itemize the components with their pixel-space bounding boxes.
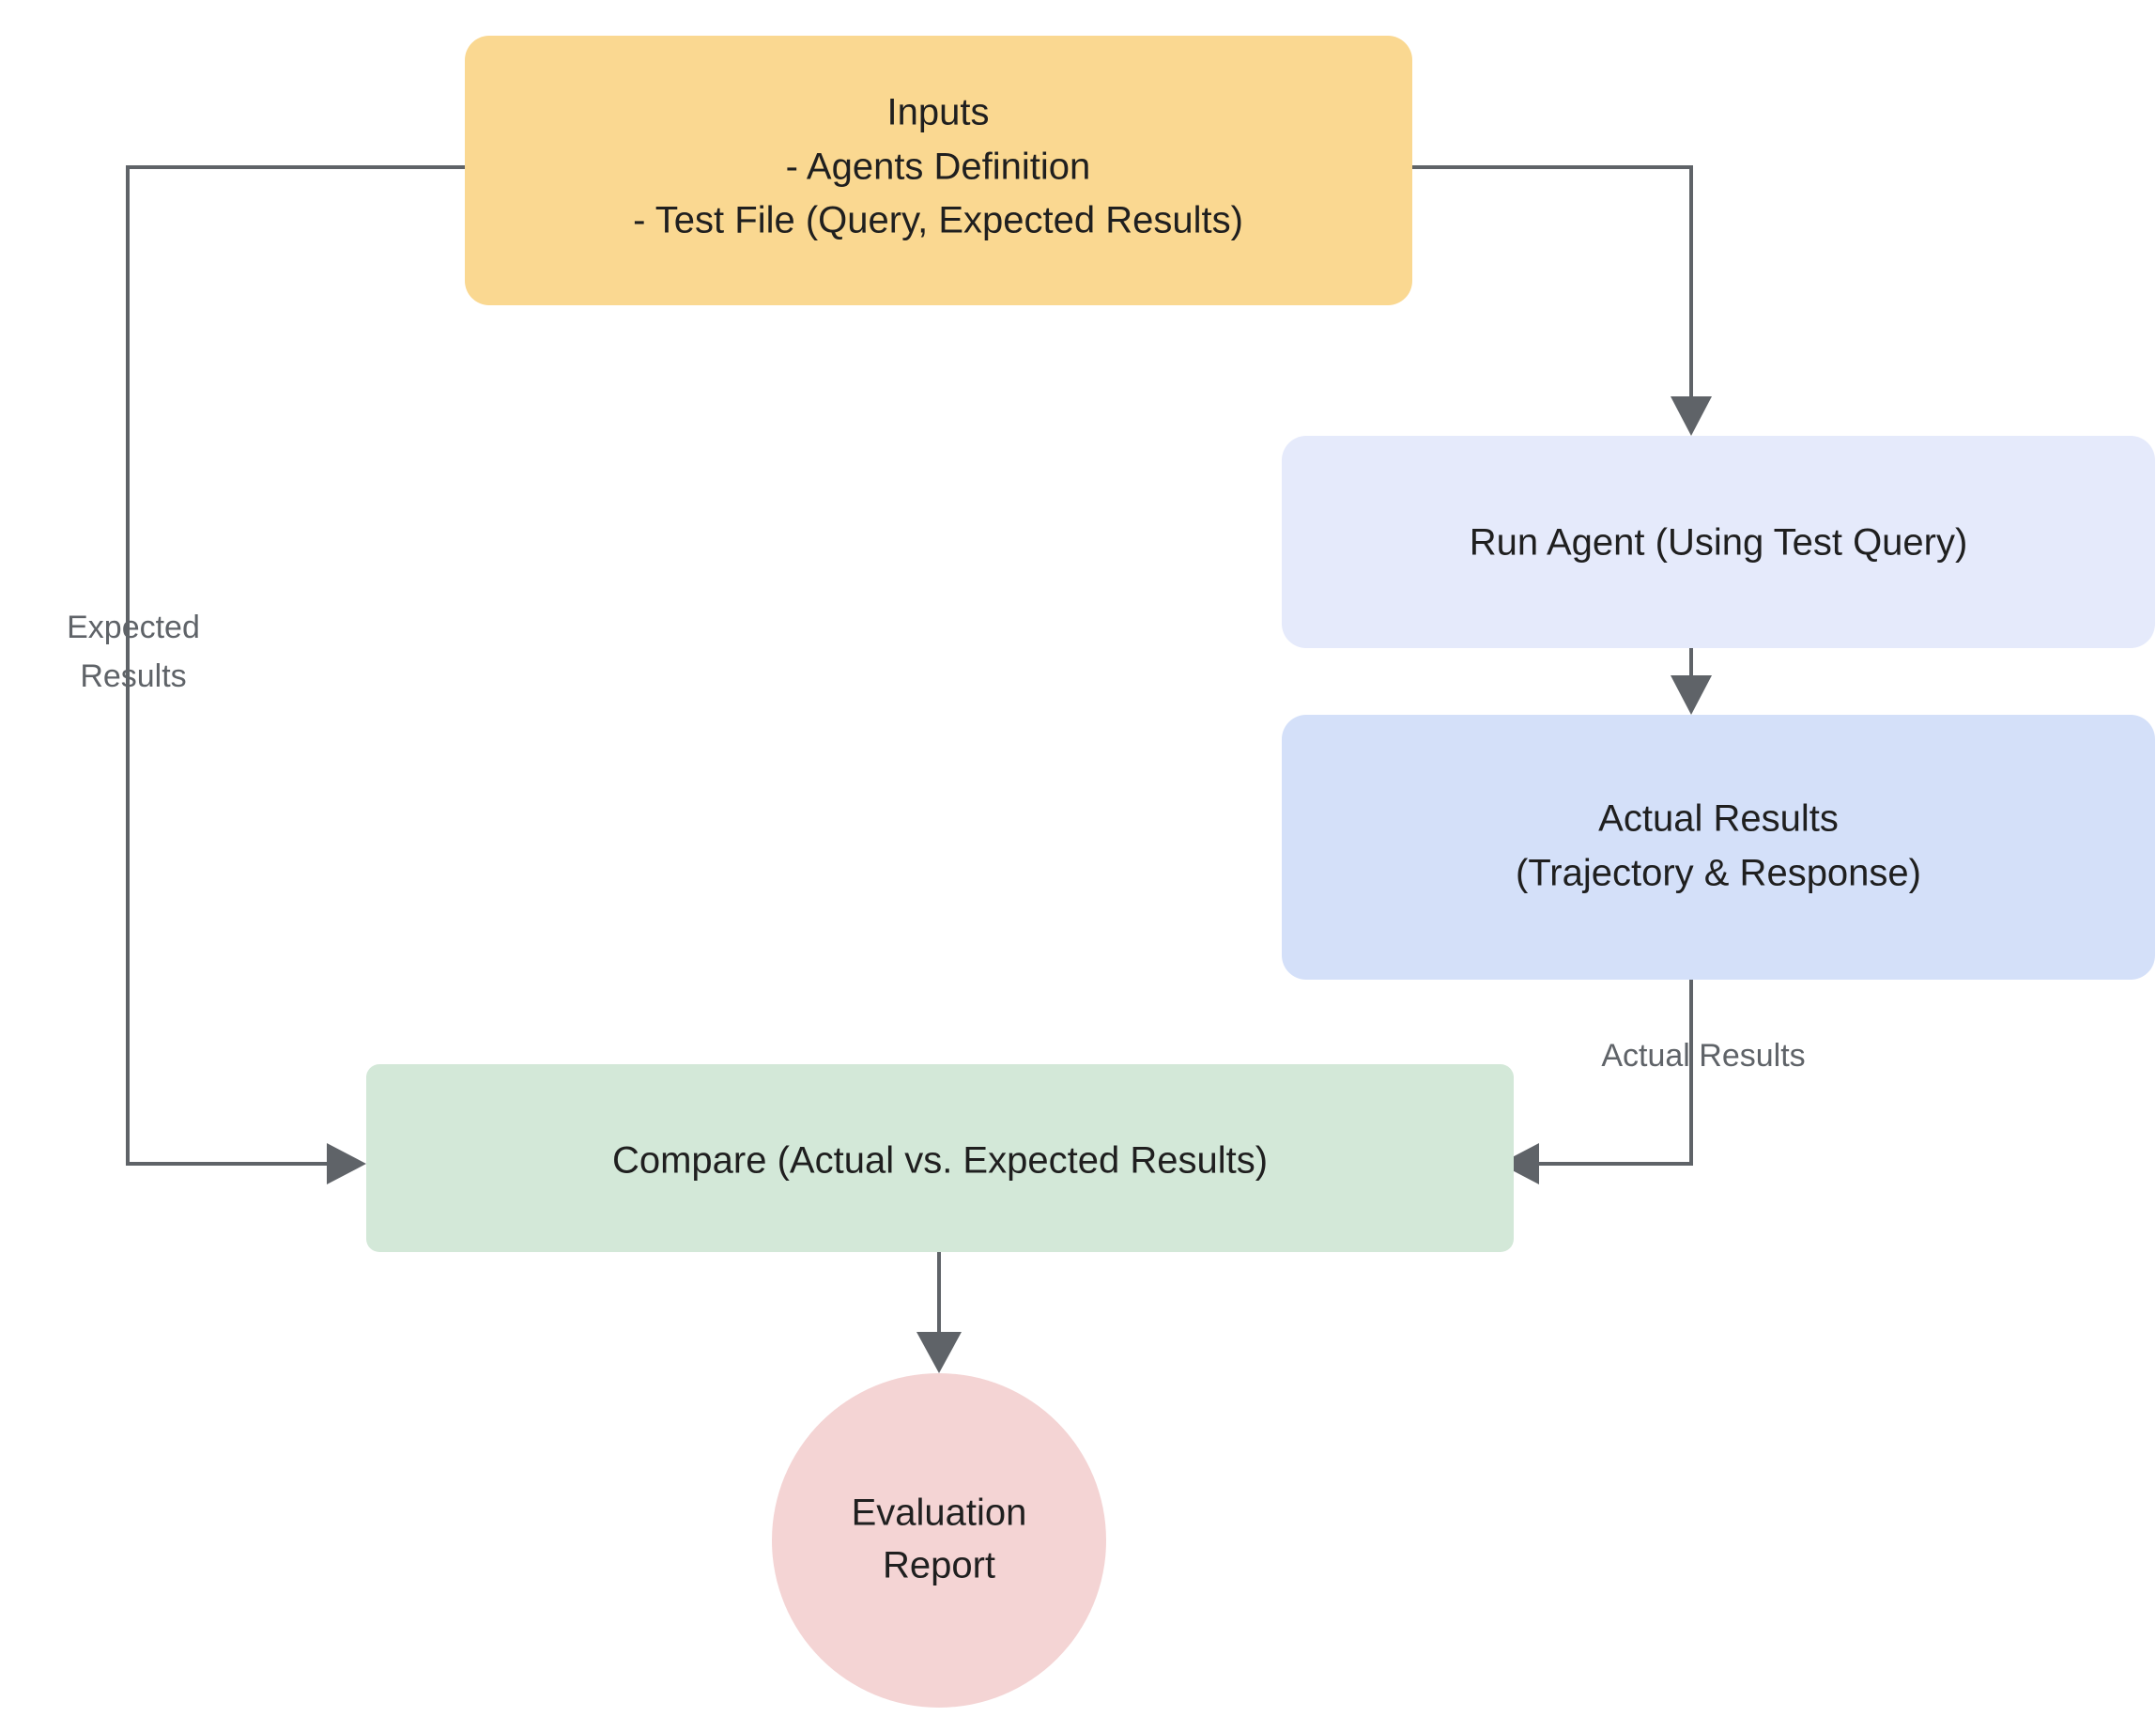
edge-label-expected-results-line2: Results — [80, 658, 186, 694]
node-run-agent[interactable]: Run Agent (Using Test Query) — [1282, 436, 2155, 648]
edge-inputs-to-compare: Expected Results — [67, 165, 465, 1184]
node-run-agent-shape[interactable] — [1282, 436, 2155, 648]
edge-label-actual-results: Actual Results — [1601, 1038, 1805, 1074]
node-evaluation-report[interactable]: Evaluation Report — [772, 1373, 1106, 1708]
arrowhead-into-run-agent — [1671, 396, 1712, 436]
node-actual-results-label-line1: Actual Results — [1598, 798, 1839, 840]
node-inputs-label-line2: - Agents Definition — [786, 147, 1091, 188]
arrowhead-into-evaluation-report — [916, 1332, 962, 1373]
edge-inputs-to-compare-line — [126, 165, 465, 1166]
node-compare-label: Compare (Actual vs. Expected Results) — [612, 1140, 1268, 1182]
node-evaluation-report-shape[interactable] — [772, 1373, 1106, 1708]
node-inputs-label-line1: Inputs — [887, 92, 990, 133]
edge-inputs-to-run-agent-line — [1412, 165, 1693, 404]
edge-inputs-to-run-agent — [1412, 165, 1712, 436]
node-inputs[interactable]: Inputs - Agents Definition - Test File (… — [465, 36, 1412, 305]
node-evaluation-report-label-line2: Report — [883, 1545, 995, 1586]
arrowhead-into-compare-right — [1500, 1143, 1539, 1184]
node-run-agent-label: Run Agent (Using Test Query) — [1470, 522, 1968, 564]
node-actual-results-label-line2: (Trajectory & Response) — [1516, 853, 1921, 894]
node-actual-results-shape[interactable] — [1282, 715, 2155, 980]
node-compare-shape[interactable] — [366, 1064, 1514, 1252]
edge-run-agent-to-actual-results — [1671, 648, 1712, 715]
node-inputs-label-line3: - Test File (Query, Expected Results) — [633, 200, 1243, 241]
node-evaluation-report-label-line1: Evaluation — [852, 1493, 1027, 1534]
edge-label-expected-results-line1: Expected — [67, 610, 200, 645]
edge-actual-results-to-compare-line — [1532, 980, 1693, 1166]
edge-compare-to-evaluation-report — [916, 1252, 962, 1373]
arrowhead-into-compare-left — [327, 1143, 366, 1184]
node-inputs-shape[interactable] — [465, 36, 1412, 305]
edge-actual-results-to-compare: Actual Results — [1500, 980, 1806, 1184]
arrowhead-into-actual-results — [1671, 675, 1712, 715]
node-compare[interactable]: Compare (Actual vs. Expected Results) — [366, 1064, 1514, 1252]
node-actual-results[interactable]: Actual Results (Trajectory & Response) — [1282, 715, 2155, 980]
